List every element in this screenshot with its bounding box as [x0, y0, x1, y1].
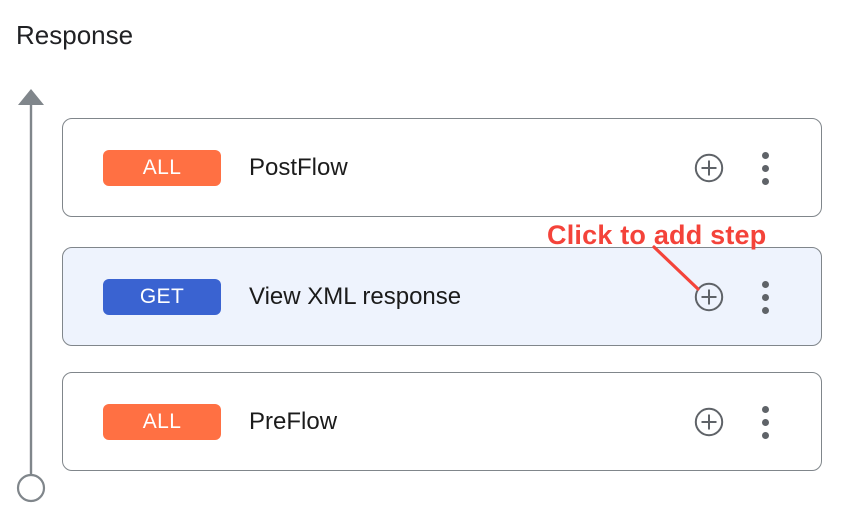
page-title: Response	[16, 20, 134, 50]
kebab-menu-icon[interactable]	[755, 151, 775, 185]
flow-row-list: ALL PostFlow GET View XML response ALL P…	[62, 118, 822, 472]
flow-direction-axis	[16, 89, 46, 503]
status-badge: ALL	[103, 149, 221, 186]
hollow-circle-icon	[16, 473, 46, 503]
add-step-icon[interactable]	[694, 407, 724, 437]
add-step-icon[interactable]	[694, 282, 724, 312]
annotation-label: Click to add step	[547, 220, 767, 250]
table-row[interactable]: ALL PostFlow	[62, 118, 822, 217]
kebab-menu-icon[interactable]	[755, 405, 775, 439]
table-row[interactable]: ALL PreFlow	[62, 372, 822, 471]
table-row[interactable]: GET View XML response	[62, 247, 822, 346]
flow-row-label: View XML response	[249, 282, 462, 310]
arrow-up-icon	[18, 89, 44, 105]
flow-row-label: PostFlow	[249, 153, 348, 181]
add-step-icon[interactable]	[694, 153, 724, 183]
status-badge: ALL	[103, 403, 221, 440]
kebab-menu-icon[interactable]	[755, 280, 775, 314]
flow-row-label: PreFlow	[249, 407, 338, 435]
status-badge: GET	[103, 278, 221, 315]
